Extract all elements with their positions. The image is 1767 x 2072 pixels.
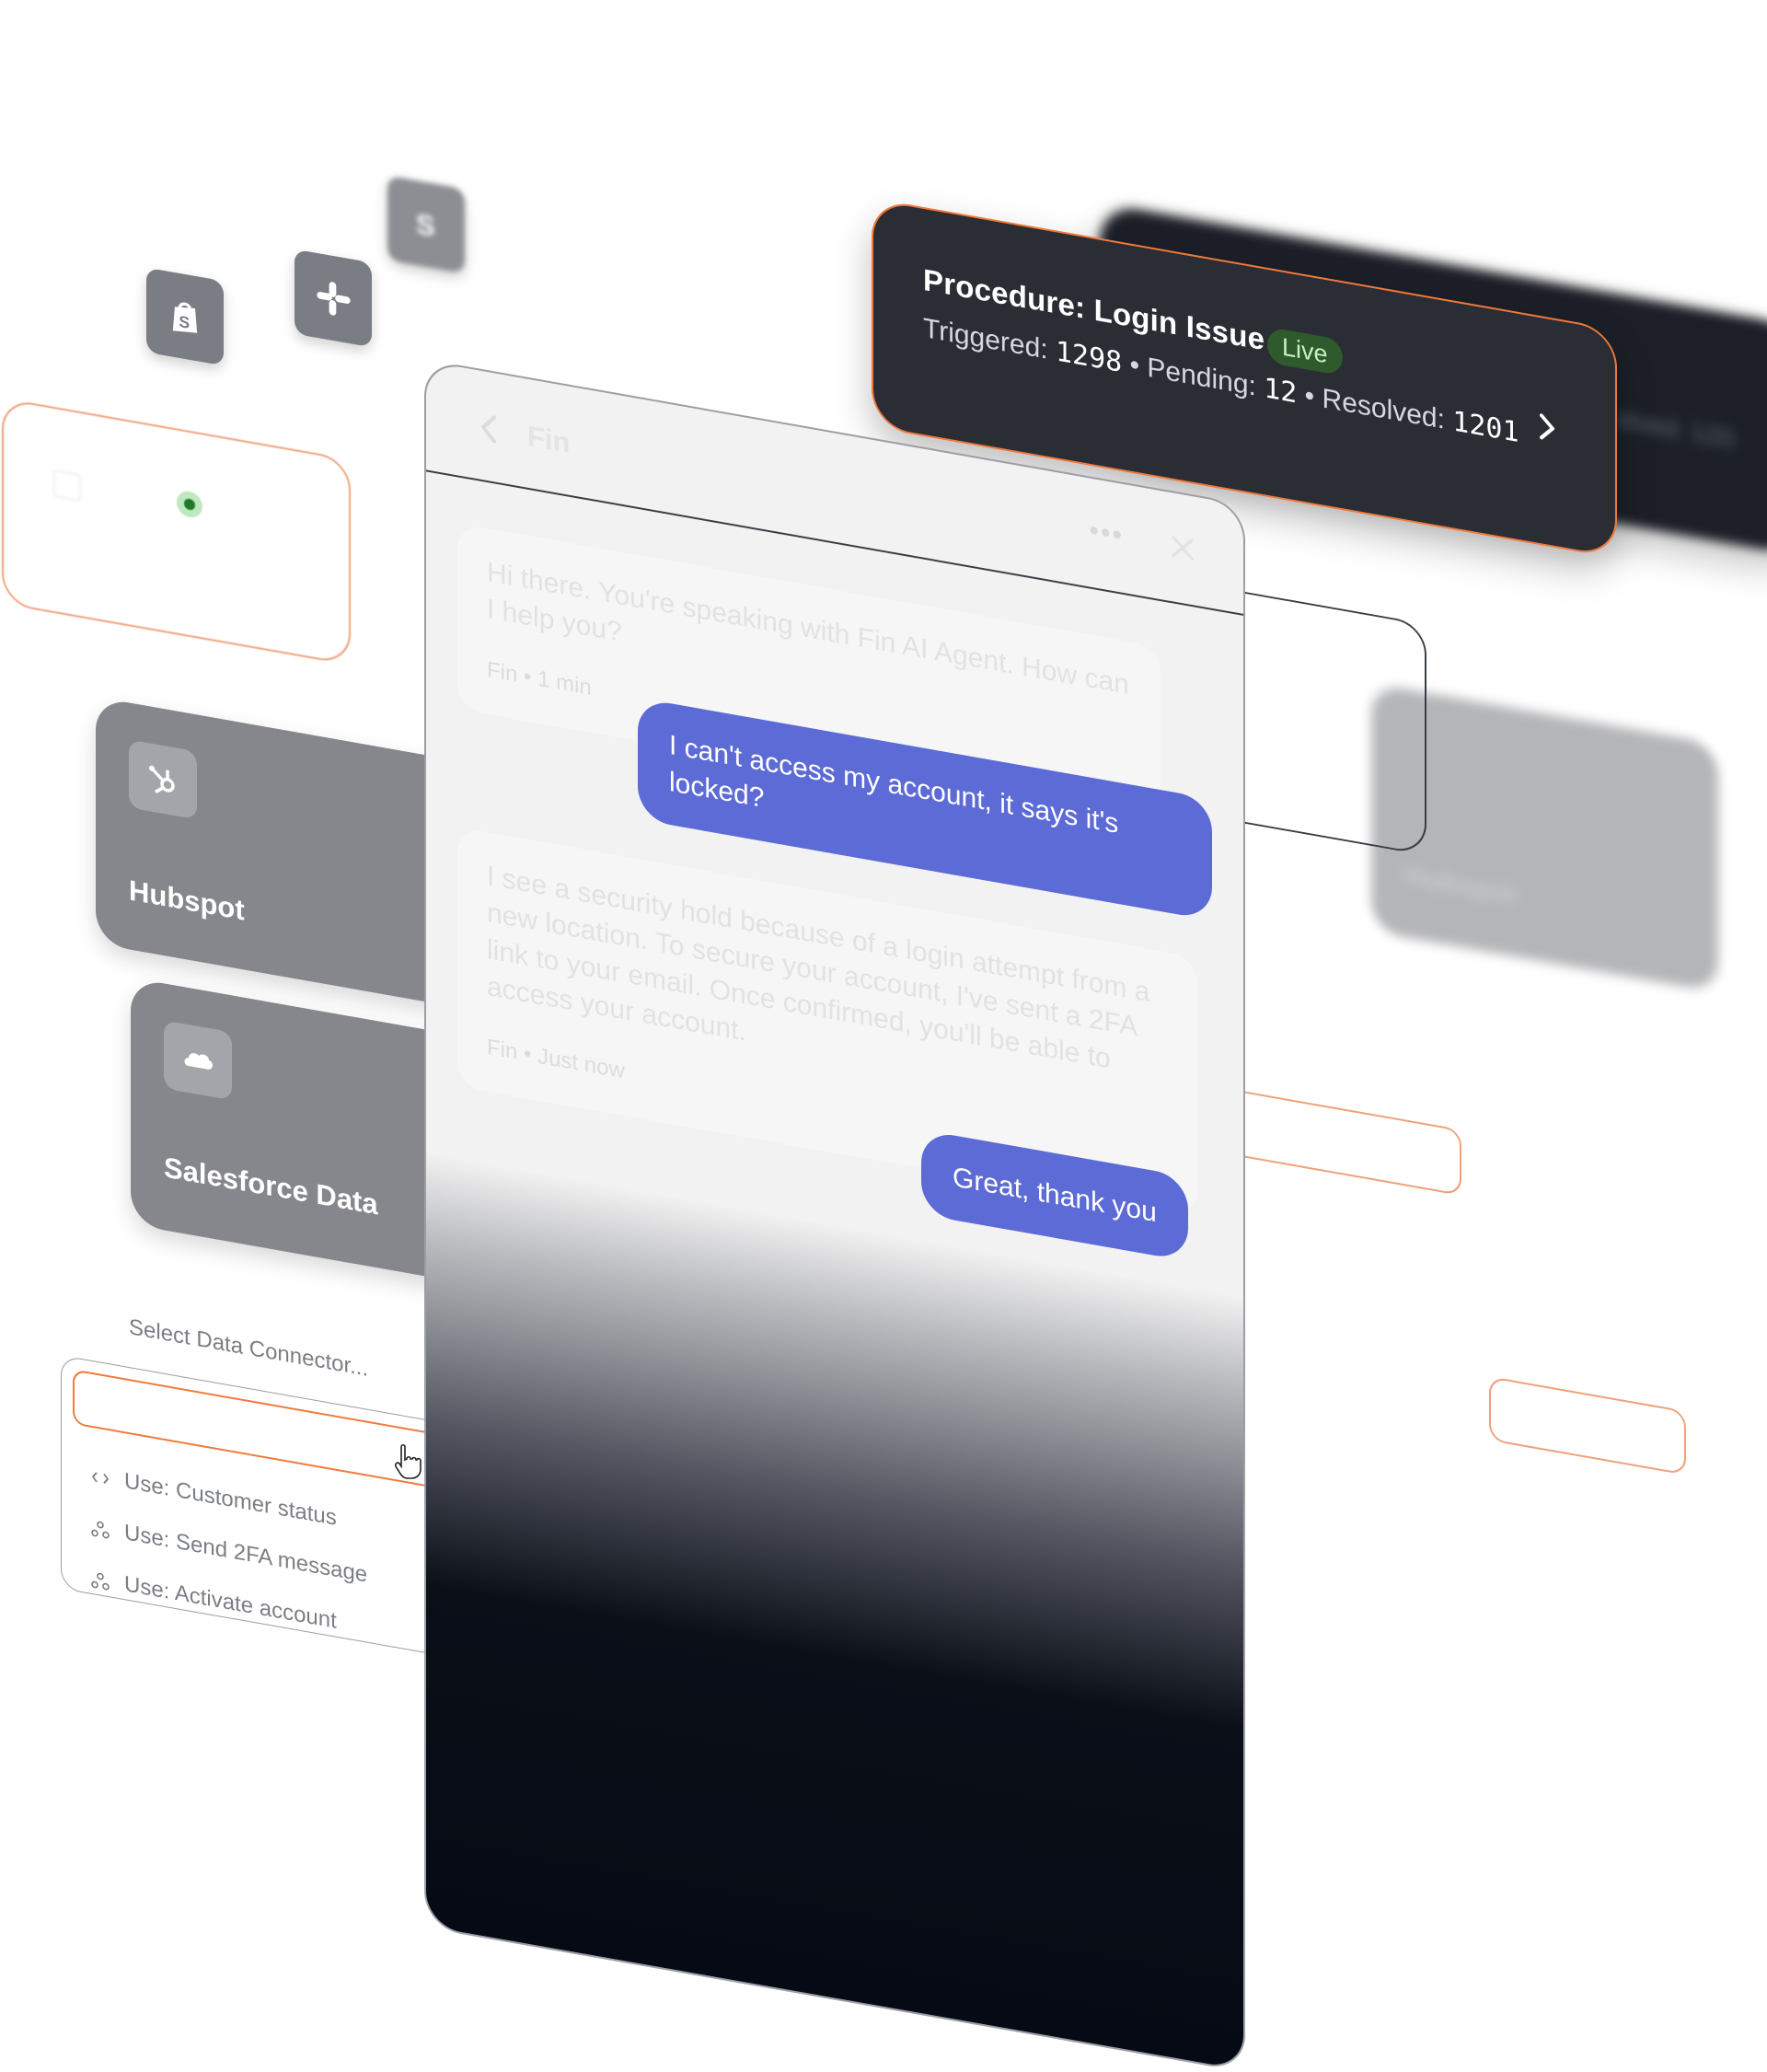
more-options-icon[interactable]: ••• [1089,515,1124,552]
hubspot-icon [149,765,175,794]
triggered-label: Triggered: [923,312,1048,365]
connector-outline [1241,591,1426,856]
resolved-label: Resolved: [1322,383,1445,435]
hand-cursor-icon [395,1443,422,1479]
salesforce-label: Salesforce Data [164,1151,378,1221]
ghost-pill [1226,1088,1461,1197]
dropdown-item-send-2fa[interactable]: Use: Send 2FA message [91,1514,367,1589]
salesforce-connector-card[interactable]: Salesforce Data [131,978,482,1287]
procedure-back-stats: olved: 120 [1615,403,1735,454]
chevron-right-icon[interactable] [1529,406,1565,449]
resolved-count: 1201 [1452,405,1519,450]
svg-text:S: S [416,207,435,242]
svg-text:S: S [179,312,190,332]
faint-icon [53,469,81,503]
chat-window: Fin ••• Hi there. You're speaking with F… [424,359,1245,2072]
shopify-app-tile: S [146,267,224,366]
triggered-count: 1298 [1055,335,1123,379]
slack-icon [317,282,351,316]
code-icon [91,1471,110,1484]
ghost-pill [1489,1376,1686,1476]
stripe-app-tile: S [387,175,465,274]
dropdown-item-customer-status[interactable]: Use: Customer status [91,1463,337,1532]
dropdown-placeholder: Select Data Connector... [129,1314,369,1382]
dropdown-item-activate-account[interactable]: Use: Activate account [91,1566,337,1635]
stat-separator: • [1304,379,1315,412]
stripe-icon: S [416,207,435,242]
dropdown-item-label: Use: Customer status [124,1468,337,1531]
bot-message-text: I see a security hold because of a login… [487,860,1150,1075]
pending-count: 12 [1264,372,1298,411]
dropdown-item-label: Use: Activate account [124,1571,337,1634]
data-connector-dropdown[interactable]: Use: Customer status Use: Send 2FA messa… [61,1355,475,1662]
stat-separator: • [1129,349,1140,382]
hubspot-connector-card[interactable]: Hubspot [96,697,482,1013]
close-icon[interactable] [1170,533,1195,563]
blurred-card-label: Hubspot [1404,860,1517,910]
hubspot-label: Hubspot [129,874,245,927]
salesforce-icon-tile [164,1020,232,1101]
user-message-text: Great, thank you [953,1162,1157,1229]
webhook-icon [91,1521,110,1539]
chat-title: Fin [527,419,571,459]
status-indicator [177,489,202,520]
procedure-card[interactable]: Procedure: Login Issue Live Triggered: 1… [872,198,1617,559]
live-badge: Live [1267,326,1343,376]
hubspot-icon-tile [129,739,197,820]
status-card [2,398,351,666]
webhook-icon [91,1572,110,1591]
slack-app-tile [294,249,372,348]
chevron-left-icon[interactable] [476,411,502,446]
shopify-icon: S [172,302,198,333]
salesforce-cloud-icon [184,1053,213,1070]
chat-header: Fin ••• [426,361,1243,616]
pending-label: Pending: [1147,352,1256,402]
